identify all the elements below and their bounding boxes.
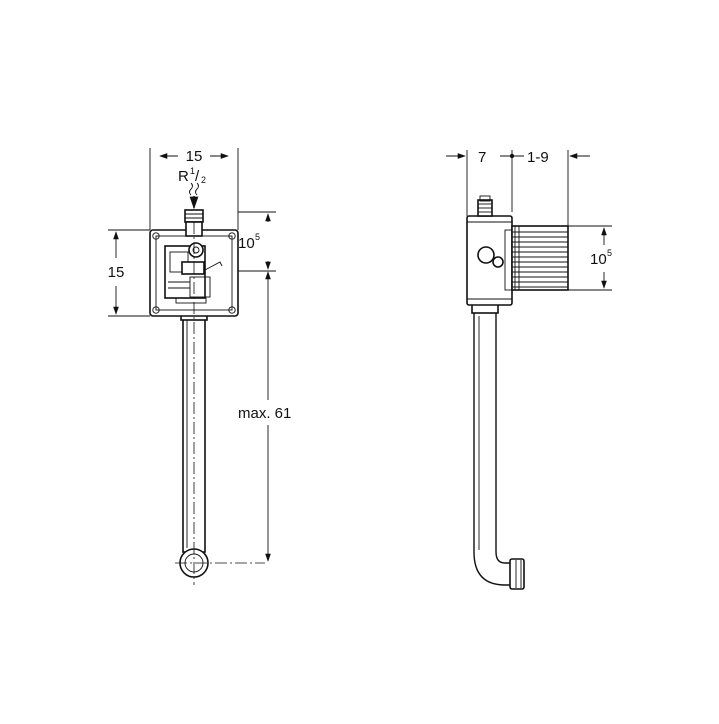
thread-label-den: 2 <box>201 175 206 185</box>
depth-label: 7 <box>478 149 486 166</box>
height-dimension: 15 <box>108 229 150 317</box>
thread-label: R 1 / 2 <box>178 166 206 185</box>
side-pipe <box>471 303 525 590</box>
height-label: 15 <box>108 264 125 281</box>
side-connector <box>477 195 493 217</box>
side-offset-dimension: 10 5 <box>568 225 612 291</box>
length-dimension: max. 61 <box>238 271 291 562</box>
front-valve-assembly <box>164 209 223 304</box>
width-dimension: 15 <box>149 148 239 230</box>
side-box <box>466 215 513 306</box>
thread-label-main: R <box>178 168 189 185</box>
depth-dimension: 7 1-9 <box>446 149 590 226</box>
side-offset-label: 10 <box>590 251 607 268</box>
adjust-label: 1-9 <box>527 149 549 166</box>
length-label: max. 61 <box>238 405 291 422</box>
sleeve-ribs <box>512 231 568 288</box>
side-view: 7 1-9 10 5 <box>446 149 612 590</box>
top-offset-label: 10 <box>238 235 255 252</box>
svg-text:/: / <box>195 168 200 185</box>
top-offset-dimension: 10 5 <box>238 211 276 272</box>
side-offset-sup: 5 <box>607 248 612 258</box>
front-view: 15 R 1 / 2 10 5 15 <box>108 148 291 585</box>
width-label: 15 <box>186 148 203 165</box>
supply-arrow-icon <box>189 182 199 210</box>
corrugated-sleeve <box>511 225 569 291</box>
thread-label-num: 1 <box>190 166 195 176</box>
top-offset-sup: 5 <box>255 232 260 242</box>
